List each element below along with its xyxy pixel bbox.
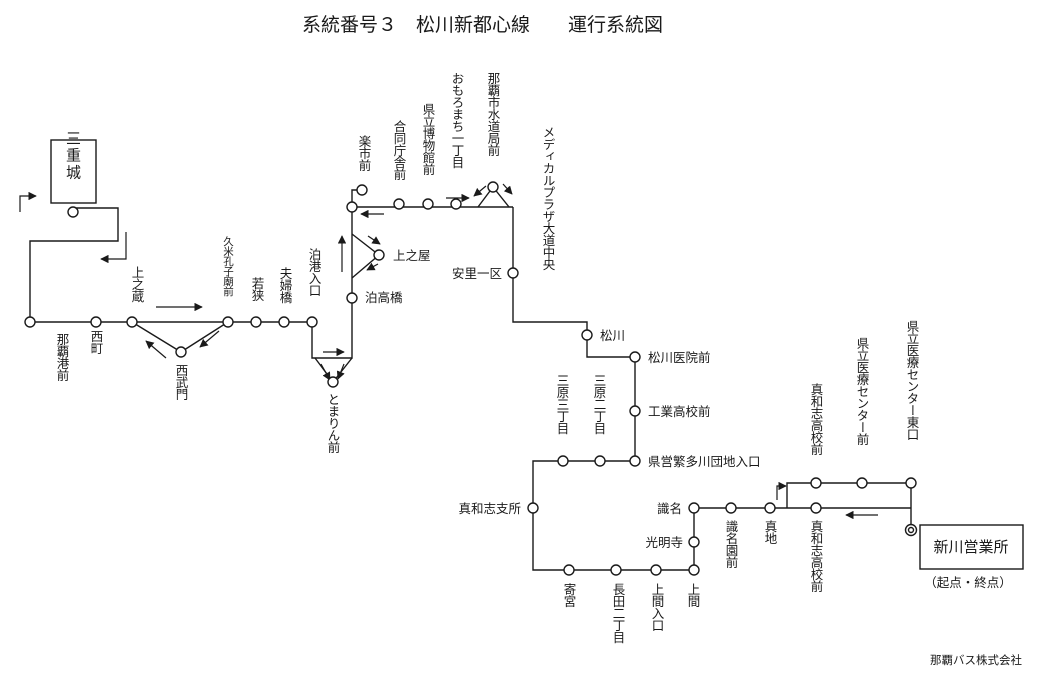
- terminal-box: [919, 524, 1024, 570]
- stops-layer: [24, 181, 917, 576]
- stop-label-tomari-entrance: 泊港入口: [307, 248, 322, 296]
- sanjujo-label: 三重城: [64, 131, 82, 182]
- stop-circle-mawashi-branch: [527, 502, 539, 514]
- stop-circle-mawashi-hs-1: [810, 477, 822, 489]
- stop-circle-museum: [422, 198, 434, 210]
- stop-circle-nagata-2: [610, 564, 622, 576]
- stop-circle-junction-1: [346, 201, 358, 213]
- stop-label-medical-center-east: 県立医療センター東口: [905, 320, 920, 440]
- stop-circle-uenoya: [373, 249, 385, 261]
- stop-label-mawashi-hs-2: 真和志高校前: [809, 520, 824, 592]
- stop-label-uenoya: 上之屋: [393, 248, 431, 263]
- stop-label-uema-entrance: 上間入口: [650, 583, 665, 631]
- stop-label-museum: 県立博物館前: [421, 103, 436, 175]
- stop-label-nagata-2: 長田二丁目: [611, 583, 626, 643]
- stop-label-shikina: 識名: [657, 501, 682, 516]
- stop-label-mawashi-branch: 真和志支所: [458, 501, 521, 516]
- stop-circle-meotobashi: [278, 316, 290, 328]
- diagram-title: 系統番号３ 松川新都心線 運行系統図: [302, 14, 663, 36]
- stop-circle-shikina: [688, 502, 700, 514]
- stop-circle-tomari-takahashi: [346, 292, 358, 304]
- stop-circle-matsukawa: [581, 329, 593, 341]
- stop-circle-matsukawa-hospital: [629, 351, 641, 363]
- stop-circle-tagawa-housing: [629, 455, 641, 467]
- stop-label-nishimmon: 西武門: [174, 364, 189, 400]
- stop-circle-komyoji: [688, 536, 700, 548]
- stop-label-wakasa: 若狭: [250, 276, 265, 301]
- stop-label-industrial-hs: 工業高校前: [648, 404, 711, 419]
- stop-label-maji: 真地: [763, 520, 778, 544]
- direction-arrows: [19, 183, 878, 520]
- stop-circle-tomarin: [327, 376, 339, 388]
- stop-circle-maji: [764, 502, 776, 514]
- stop-circle-mihara-2: [594, 455, 606, 467]
- stop-label-waterworks: 那覇市水道局前: [486, 72, 501, 156]
- stop-label-matsukawa: 松川: [600, 328, 625, 343]
- stop-label-medical-plaza: メディカルプラザ大道中央: [541, 126, 556, 270]
- stop-label-uema: 上間: [686, 583, 701, 607]
- stop-circle-naha-port: [24, 316, 36, 328]
- stop-label-kaminokura: 上之蔵: [130, 266, 145, 303]
- stop-circle-omoromachi: [450, 198, 462, 210]
- stop-circle-industrial-hs: [629, 405, 641, 417]
- stop-label-meotobashi: 夫婦橋: [278, 267, 293, 304]
- stop-label-tomarin: とまりん前: [326, 393, 341, 453]
- stop-circle-medical-center: [856, 477, 868, 489]
- stop-label-nishimachi: 西町: [89, 330, 104, 354]
- stop-label-asato: 安里一区: [452, 266, 502, 281]
- stop-label-tagawa-housing: 県営繁多川団地入口: [648, 454, 761, 469]
- terminal-note: （起点・終点）: [924, 575, 1012, 590]
- stop-label-mawashi-hs-1: 真和志高校前: [809, 383, 824, 455]
- terminal-stop-inner: [907, 526, 915, 534]
- stop-label-mihara-3: 三原三丁目: [555, 374, 570, 434]
- stop-label-naha-port: 那覇港前: [55, 333, 70, 381]
- stop-circle-godochosha: [393, 198, 405, 210]
- stop-label-tomari-takahashi: 泊高橋: [365, 290, 403, 305]
- stop-circle-tomari-entrance: [306, 316, 318, 328]
- company-name: 那覇バス株式会社: [930, 653, 1022, 667]
- stop-circle-yorimiya: [563, 564, 575, 576]
- stop-label-godochosha: 合同庁舎前: [392, 119, 407, 180]
- stop-label-shikina-en: 識名園前: [724, 520, 739, 568]
- stop-label-medical-center: 県立医療センター前: [855, 337, 870, 445]
- labels-layer: 那覇港前 西町 上之蔵西武門 久米孔子廟前若狭夫婦橋泊港入口とまりん前 泊高橋 上之屋 楽市…: [55, 72, 920, 643]
- stop-circle-junction-0: [67, 206, 79, 218]
- stop-circle-wakasa: [250, 316, 262, 328]
- stop-label-komyoji: 光明寺: [645, 535, 683, 550]
- stop-circle-rakuichi: [356, 184, 368, 196]
- stop-circle-nishimmon: [175, 346, 187, 358]
- stop-circle-kaminokura: [126, 316, 138, 328]
- stop-label-matsukawa-hospital: 松川医院前: [648, 350, 711, 365]
- terminal-name: 新川営業所: [933, 538, 1008, 556]
- stop-circle-nishimachi: [90, 316, 102, 328]
- stop-label-yorimiya: 寄宮: [562, 582, 577, 607]
- stop-circle-shikina-en: [725, 502, 737, 514]
- stop-label-rakuichi: 楽市前: [357, 134, 372, 171]
- stop-circle-waterworks: [487, 181, 499, 193]
- stop-circle-medical-plaza: [507, 267, 519, 279]
- stop-circle-kumeko: [222, 316, 234, 328]
- stop-label-kumeko: 久米孔子廟前: [222, 236, 234, 297]
- stop-circle-uema-entrance: [650, 564, 662, 576]
- sanjujo-box: [50, 139, 97, 204]
- stop-label-mihara-2: 三原二丁目: [592, 374, 607, 434]
- stop-circle-medical-center-east: [905, 477, 917, 489]
- stop-circle-mawashi-hs-2: [810, 502, 822, 514]
- stop-circle-uema: [688, 564, 700, 576]
- stop-label-omoromachi: おもろまち一丁目: [450, 72, 465, 168]
- stop-circle-mihara-3: [557, 455, 569, 467]
